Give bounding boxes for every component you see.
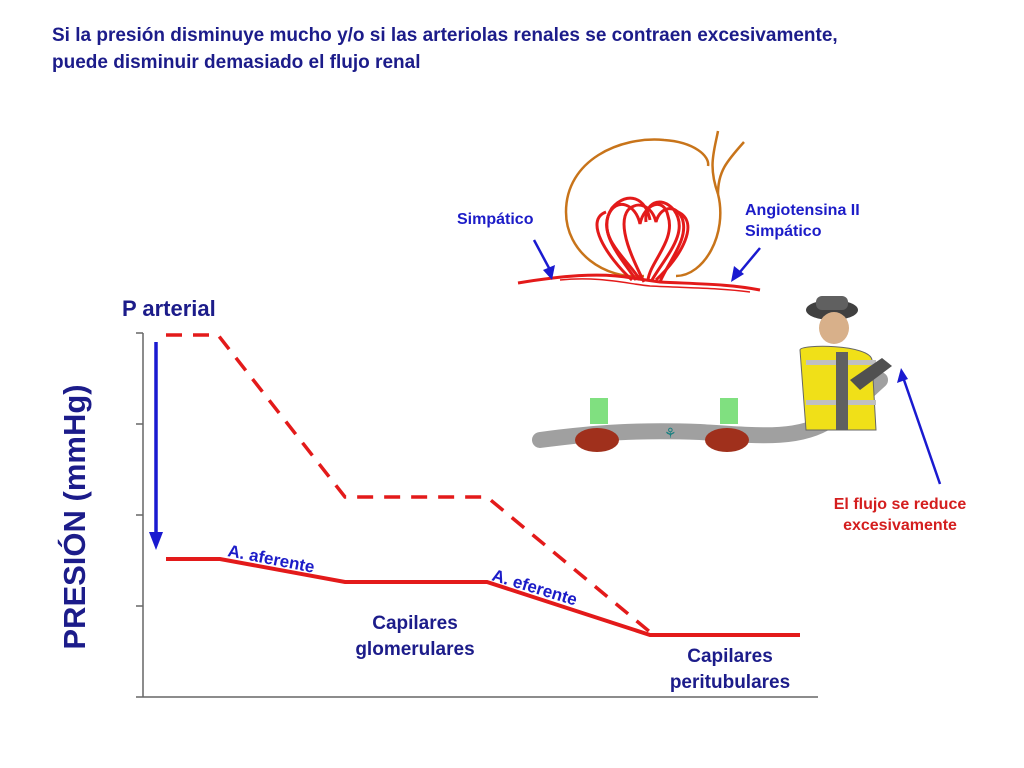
normal-pressure-dashed-line	[166, 333, 652, 634]
capilares-glomerulares-line-2: glomerulares	[355, 639, 475, 660]
flujo-line-1: El flujo se reduce	[833, 496, 967, 513]
angiotensina-label: Angiotensina II Simpático	[745, 200, 860, 242]
chart-axes	[136, 332, 818, 698]
y-axis-label: PRESIÓN (mmHg)	[56, 384, 92, 649]
capilares-peritubulares-line-1: Capilares	[687, 646, 773, 667]
simpatico-arrow	[532, 239, 555, 280]
sock-icon	[720, 398, 738, 424]
pressure-drop-arrow	[149, 342, 163, 550]
angiotensina-line-1: Angiotensina II	[745, 202, 860, 219]
capillary-tuft	[595, 196, 690, 283]
capilares-peritubulares-label: Capilares peritubulares	[640, 644, 820, 696]
flujo-label: El flujo se reduce excesivamente	[800, 494, 1000, 536]
angiotensina-line-2: Simpático	[745, 223, 822, 240]
svg-text:⚘: ⚘	[664, 425, 677, 441]
simpatico-label: Simpático	[457, 211, 534, 228]
capilares-peritubulares-line-2: peritubulares	[669, 672, 791, 693]
glomerulus-illustration	[517, 130, 761, 293]
a-eferente-label: A. eferente	[490, 566, 580, 610]
shoe-icon	[705, 428, 749, 452]
flujo-line-2: excesivamente	[843, 517, 957, 534]
capilares-glomerulares-line-1: Capilares	[372, 613, 458, 634]
slide-title: Si la presión disminuye mucho y/o si las…	[52, 25, 838, 73]
a-aferente-label: A. aferente	[226, 541, 316, 576]
afferent-arteriole	[517, 273, 761, 292]
sock-icon	[590, 398, 608, 424]
bowman-capsule	[564, 130, 722, 278]
angiotensina-arrow	[731, 247, 761, 282]
shoe-icon	[575, 428, 619, 452]
capilares-glomerulares-label: Capilares glomerulares	[330, 611, 500, 663]
p-arterial-label: P arterial	[122, 296, 216, 321]
firefighter-illustration	[799, 296, 892, 431]
flujo-arrow	[897, 368, 942, 485]
reduced-pressure-line	[166, 557, 800, 637]
